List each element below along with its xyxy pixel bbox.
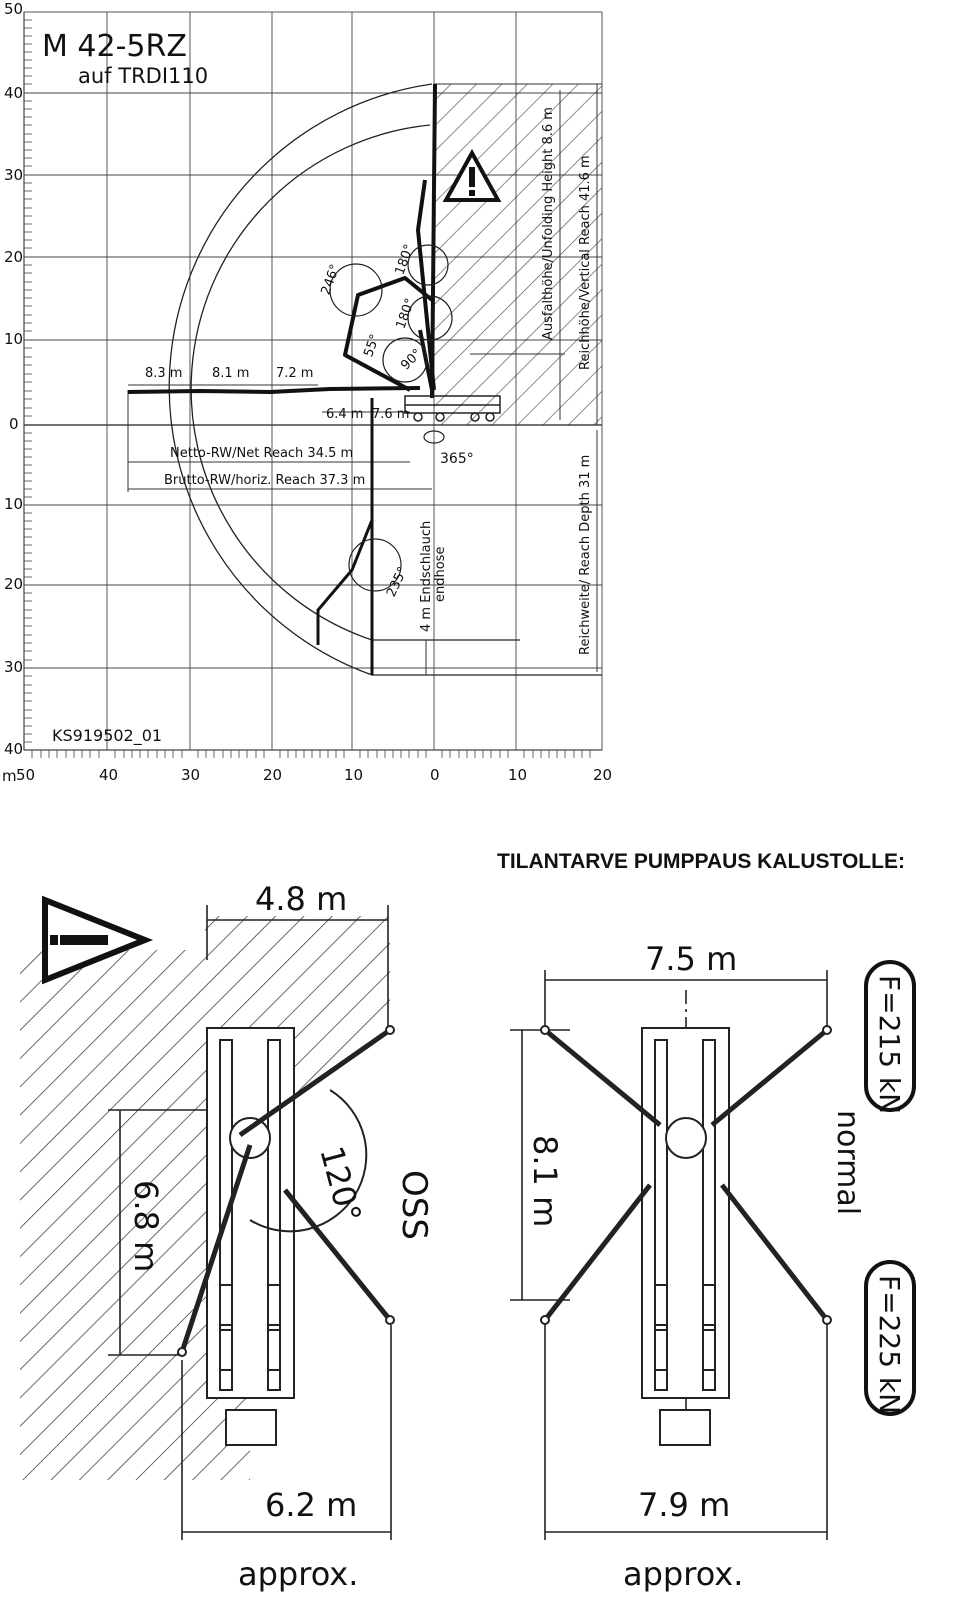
oss-angle: 120° (312, 1142, 369, 1226)
y-tick-label: 40 (4, 84, 23, 102)
danger-zone-hatch (434, 84, 602, 425)
oss-length: 6.8 m (127, 1180, 165, 1272)
dimension-lines (127, 83, 602, 675)
x-tick-label: 0 (430, 766, 440, 784)
boom-reach-diagram: 50 40 30 20 10 0 10 20 30 40 m 50 40 30 … (2, 0, 612, 785)
boom-section-label: 8.1 m (212, 366, 249, 381)
angle-arcs (329, 244, 453, 592)
angle-label: 235° (384, 565, 411, 600)
horiz-reach-label: Brutto-RW/horiz. Reach 37.3 m (164, 473, 365, 488)
outrigger-normal-diagram: 7.5 m 8.1 m normal F=215 kN F=225 kN 7.9… (510, 940, 916, 1593)
outrigger-legs (179, 1027, 392, 1353)
model-title: M 42-5RZ (42, 29, 187, 64)
x-tick-label: 10 (344, 766, 363, 784)
y-tick-label: 40 (4, 740, 23, 758)
boom-section-label: 7.2 m (276, 366, 313, 381)
force-rear: F=225 kN (873, 1275, 906, 1414)
force-front: F=215 kN (873, 975, 906, 1114)
outrigger-feet (540, 1025, 832, 1325)
oss-width-top: 4.8 m (255, 880, 347, 918)
y-tick-label: 30 (4, 166, 23, 184)
boom-section-label: 8.3 m (145, 366, 182, 381)
x-tick-label: 10 (508, 766, 527, 784)
normal-label: normal (830, 1110, 865, 1215)
lower-section-label: 6.4 m (326, 407, 363, 422)
x-axis-labels: m 50 40 30 20 10 0 10 20 (2, 766, 612, 785)
dimension-lines (108, 905, 392, 1540)
angle-label: 180° (393, 242, 418, 277)
normal-approx: approx. (623, 1555, 743, 1593)
boom-folded (343, 83, 437, 399)
angle-label: 246° (319, 262, 344, 297)
y-axis-labels: 50 40 30 20 10 0 10 20 30 40 (4, 0, 23, 758)
boom-extended (127, 386, 421, 395)
x-tick-label: 40 (99, 766, 118, 784)
vertical-reach-label: Reichhöhe/Vertical Reach 41.6 m (578, 155, 593, 370)
warning-icon (442, 148, 502, 202)
force-badge (864, 960, 916, 1112)
x-tick-label: 30 (181, 766, 200, 784)
x-tick-label: 50 (16, 766, 35, 784)
y-tick-label: 20 (4, 248, 23, 266)
section-heading: TILANTARVE PUMPPAUS KALUSTOLLE: (497, 850, 905, 873)
drawing-code: KS919502_01 (52, 726, 162, 746)
x-tick-label: 20 (593, 766, 612, 784)
y-tick-label: 20 (4, 575, 23, 593)
axis-ticks (23, 12, 602, 758)
rotation-icon (423, 430, 445, 444)
angle-arc (249, 1089, 368, 1233)
y-tick-label: 10 (4, 495, 23, 513)
truck-chassis (641, 1027, 730, 1446)
unfolding-height-label: Ausfalthöhe/Unfolding Height 8.6 m (541, 107, 556, 340)
angle-label: 180° (394, 296, 419, 331)
oss-label: OSS (394, 1170, 434, 1240)
normal-length: 8.1 m (526, 1135, 564, 1227)
end-hose-label: 4 m Endschlauch (419, 521, 434, 632)
axis-unit: m (2, 767, 17, 785)
normal-width-bottom: 7.9 m (638, 1486, 730, 1524)
rotation-label: 365° (440, 451, 474, 467)
truck-icon (404, 395, 501, 422)
reach-depth-label: Reichweite/ Reach Depth 31 m (578, 455, 593, 655)
oss-approx: approx. (238, 1555, 358, 1593)
normal-width-top: 7.5 m (645, 940, 737, 978)
lower-section-label: 7.6 m (372, 407, 409, 422)
boom-down (316, 398, 374, 675)
outrigger-legs (543, 1028, 829, 1322)
warning-icon (42, 895, 154, 985)
x-tick-label: 20 (263, 766, 282, 784)
truck-chassis (206, 1027, 295, 1446)
angle-label: 55° (361, 332, 383, 359)
angle-label: 90° (398, 346, 425, 373)
oss-width-bottom: 6.2 m (265, 1486, 357, 1524)
y-tick-label: 30 (4, 658, 23, 676)
outrigger-oss-diagram: 4.8 m 6.8 m 120° OSS 6.2 m approx. (20, 880, 434, 1593)
net-reach-label: Netto-RW/Net Reach 34.5 m (170, 446, 353, 461)
y-tick-label: 50 (4, 0, 23, 18)
force-badge (864, 1260, 916, 1416)
y-tick-label: 0 (9, 415, 19, 433)
end-hose-label: endhose (433, 547, 448, 602)
reach-arcs (168, 83, 602, 676)
outrigger-feet (177, 1025, 395, 1357)
y-tick-label: 10 (4, 330, 23, 348)
model-subtitle: auf TRDI110 (78, 64, 208, 88)
